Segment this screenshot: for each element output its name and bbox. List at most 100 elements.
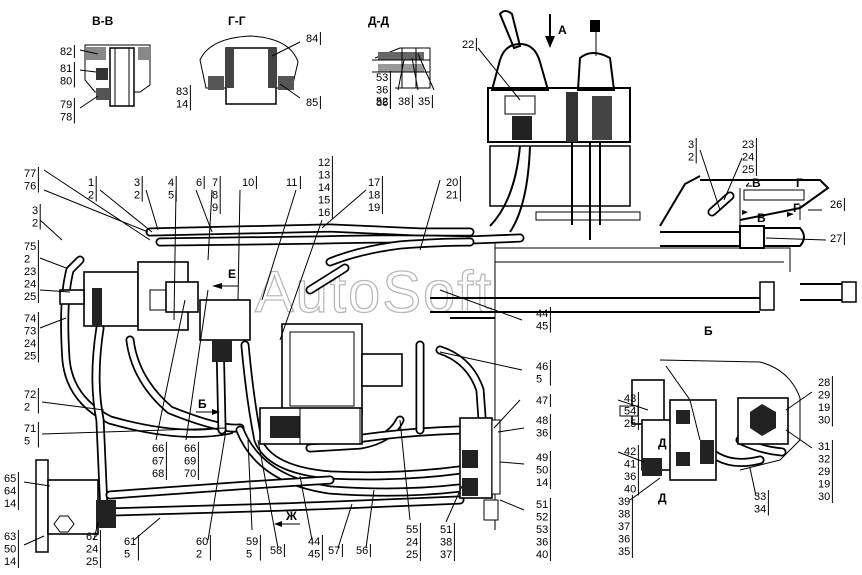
callout-number: 74 [24,313,36,325]
callout-number: 40 [624,484,636,496]
callout-number: 58 [270,545,282,557]
callout-number: 83 [176,86,188,98]
callout-number: 35 [618,546,630,558]
callout-c7: 789 [212,176,221,214]
callout-number: 45 [308,549,320,561]
callout-gg-a: 84 [306,32,321,45]
section-dd-title: Д-Д [368,14,390,28]
view-b-title: Б [704,324,713,338]
callout-c4: 45 [168,176,177,202]
callout-number: 49 [536,452,548,464]
callout-number: 50 [536,465,548,477]
callout-number: 44 [536,308,548,320]
callout-number: 5 [24,436,30,448]
callout-number: 43 [624,393,636,405]
callout-number: 36 [624,471,636,483]
section-g-mark-2: Г [793,201,800,215]
callout-c47: 47 [536,394,551,407]
callout-number: 14 [536,477,548,489]
callout-number: 42 [624,446,636,458]
callout-number: 38 [398,96,410,108]
callout-c60: 602 [196,535,211,561]
callout-number: 72 [24,389,36,401]
callout-number: 14 [4,556,16,568]
callout-number: 52 [536,512,548,524]
callout-number: 14 [176,99,188,111]
callout-number: 11 [286,177,297,189]
callout-number: 28 [818,377,830,389]
right-valve-block [459,417,501,521]
callout-c71: 715 [24,422,39,448]
callout-c10: 10 [242,176,257,189]
callout-number: 29 [818,390,830,402]
callout-number: 38 [618,509,630,521]
section-d-mark-1: Д [658,436,667,450]
callout-number: 61 [124,536,136,548]
callout-number: 25 [742,164,754,176]
callout-number: 85 [306,97,318,109]
joystick-assembly: А [487,10,641,240]
callout-number: 51 [536,499,548,511]
callout-number: 19 [368,202,380,214]
callout-number: 24 [24,279,36,291]
section-markers: Е Б Ж В В Г Г Д Д [196,176,803,527]
callout-number: 29 [818,466,830,478]
callout-c26: 26 [830,198,845,211]
callout-number: 35 [418,96,430,108]
callout-number: 36 [536,428,548,440]
callout-number: 16 [318,207,330,219]
callout-number: 27 [830,233,842,245]
callout-number: 5 [246,549,252,561]
callout-number: 60 [196,536,208,548]
callout-number: 5 [168,190,174,202]
callout-number: 25 [24,291,36,303]
callout-number: 63 [4,531,16,543]
callout-number: 39 [618,496,630,508]
leader-lines [23,41,827,549]
callout-number: 23 [24,266,36,278]
callout-number: 7 [212,177,218,189]
callout-number: 19 [818,402,830,414]
callout-number: 8 [212,190,218,202]
callout-number: 36 [618,534,630,546]
callout-c27: 27 [830,232,845,245]
callout-number: 22 [462,39,474,51]
callout-number: 13 [318,170,330,182]
section-g-mark-1: Г [796,176,803,190]
callout-c72: 722 [24,388,39,414]
callout-number: 25 [24,351,36,363]
callout-number: 50 [4,544,16,556]
callout-number: 76 [24,181,36,193]
view-e-label: Е [228,267,236,281]
callout-c11: 11 [286,176,301,189]
callout-number: 81 [60,63,72,75]
callout-c6: 6 [196,176,205,189]
callout-number: 25 [406,549,418,561]
callout-number: 80 [60,76,72,88]
callout-number: 4 [168,177,174,189]
callout-number: 79 [60,99,72,111]
callout-number: 36 [376,85,388,97]
callout-number: 14 [4,498,16,510]
callout-number: 25 [86,556,98,568]
callout-number: 24 [86,544,98,556]
callout-number: 31 [818,441,830,453]
callout-c1: 12 [88,176,97,202]
callout-number: 78 [60,112,72,124]
callout-number: 2 [134,190,140,202]
callout-number: 55 [406,524,418,536]
callout-number: 73 [24,326,36,338]
